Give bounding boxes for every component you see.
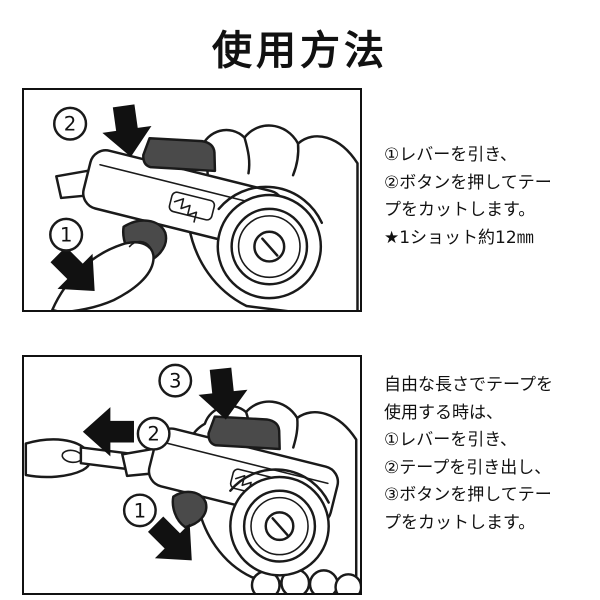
step-badge-3-label: 3 <box>169 369 182 392</box>
caption-free-length: 自由な長さでテープを 使用する時は、 ①レバーを引き、 ②テープを引き出し、 ③… <box>384 375 553 533</box>
illustration-panel-cut: 2 1 <box>22 88 362 312</box>
lever <box>171 490 208 529</box>
tape-roll <box>229 468 330 577</box>
step-badge-1 <box>49 217 84 252</box>
tape-roll <box>216 185 324 300</box>
step-badge-3 <box>158 363 193 398</box>
page-title: 使用方法 <box>212 28 388 74</box>
knuckle <box>334 573 360 593</box>
illustration-panel-free-length: 3 2 1 <box>22 355 362 595</box>
step-badge-2 <box>136 416 171 451</box>
step-badge-1-label: 1 <box>60 224 73 247</box>
caption-cut: ①レバーを引き、 ②ボタンを押してテー プをカットします。 ★1ショット約12㎜ <box>384 145 552 248</box>
step-badge-2 <box>53 106 88 141</box>
cut-button <box>142 137 217 173</box>
step-badge-1-label: 1 <box>134 499 147 522</box>
free-length-illustration: 3 2 1 <box>24 363 360 593</box>
step-badge-1 <box>122 493 157 528</box>
cut-illustration: 2 1 <box>40 102 359 310</box>
knuckle <box>308 569 339 593</box>
step-badge-2-label: 2 <box>64 113 77 136</box>
cut-button <box>207 415 281 451</box>
step-badge-2-label: 2 <box>147 423 160 446</box>
